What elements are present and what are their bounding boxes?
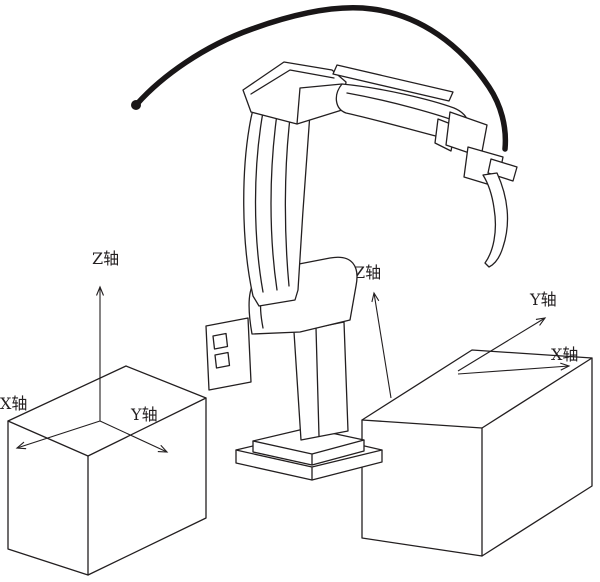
right-y-axis-arrow [457, 317, 547, 372]
robot-parallel-link [332, 64, 454, 102]
right-y-axis-label: Y轴 [529, 290, 557, 309]
left-y-axis-label: Y轴 [130, 405, 158, 424]
right-x-axis-arrow [457, 362, 571, 375]
robot-arm [205, 61, 518, 481]
robot-cable [131, 5, 509, 152]
robot-base-plate-upper-edges [252, 439, 365, 466]
left-box-right-face [87, 397, 207, 576]
left-x-axis-label: X轴 [0, 394, 27, 413]
cable-hose [134, 5, 509, 152]
robot-base-plate-lower-edges [235, 449, 383, 481]
left-box-front-face [7, 420, 89, 576]
left-x-axis-arrow [15, 420, 101, 450]
robot-welding-torch [482, 172, 509, 268]
right-coordinate-frame: Z轴 Y轴 X轴 [354, 263, 578, 399]
robot-pedestal [293, 321, 349, 441]
right-workpiece-box [361, 349, 593, 557]
right-x-axis-label: X轴 [551, 345, 578, 364]
left-workpiece-box [7, 365, 207, 576]
robot-main-arm-contours [254, 111, 291, 293]
left-y-axis-arrow [99, 420, 169, 453]
right-z-axis-label: Z轴 [354, 263, 381, 282]
left-box-top-face [7, 365, 207, 457]
left-coordinate-frame: Z轴 X轴 Y轴 [0, 249, 169, 453]
robot-torch-clamp [487, 158, 518, 182]
right-box-front-face [361, 419, 483, 557]
left-z-axis-label: Z轴 [92, 249, 119, 268]
right-box-right-face [481, 357, 593, 557]
robot-shoulder-detail [250, 69, 343, 125]
right-z-axis-arrow [371, 291, 392, 399]
robot-motor-box-vents [212, 332, 231, 369]
robot-pedestal-detail [315, 327, 320, 437]
